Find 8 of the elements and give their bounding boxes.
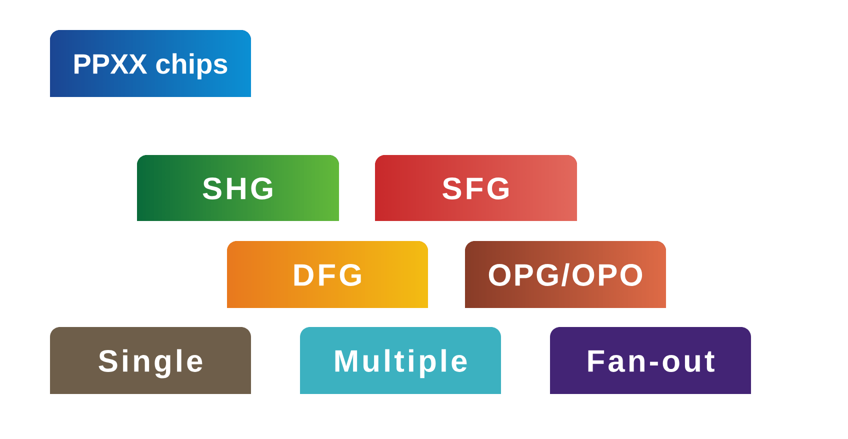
category-label: Multiple (335, 349, 467, 378)
category-label: Single (98, 349, 202, 378)
category-label: Fan-out (588, 350, 714, 372)
category-label: SHG (202, 178, 272, 200)
category-label: DFG (294, 264, 361, 286)
category-label: OPG/OPO (488, 263, 642, 286)
category-label: SFG (442, 178, 508, 200)
heading-label: PPXX chips (74, 53, 228, 80)
